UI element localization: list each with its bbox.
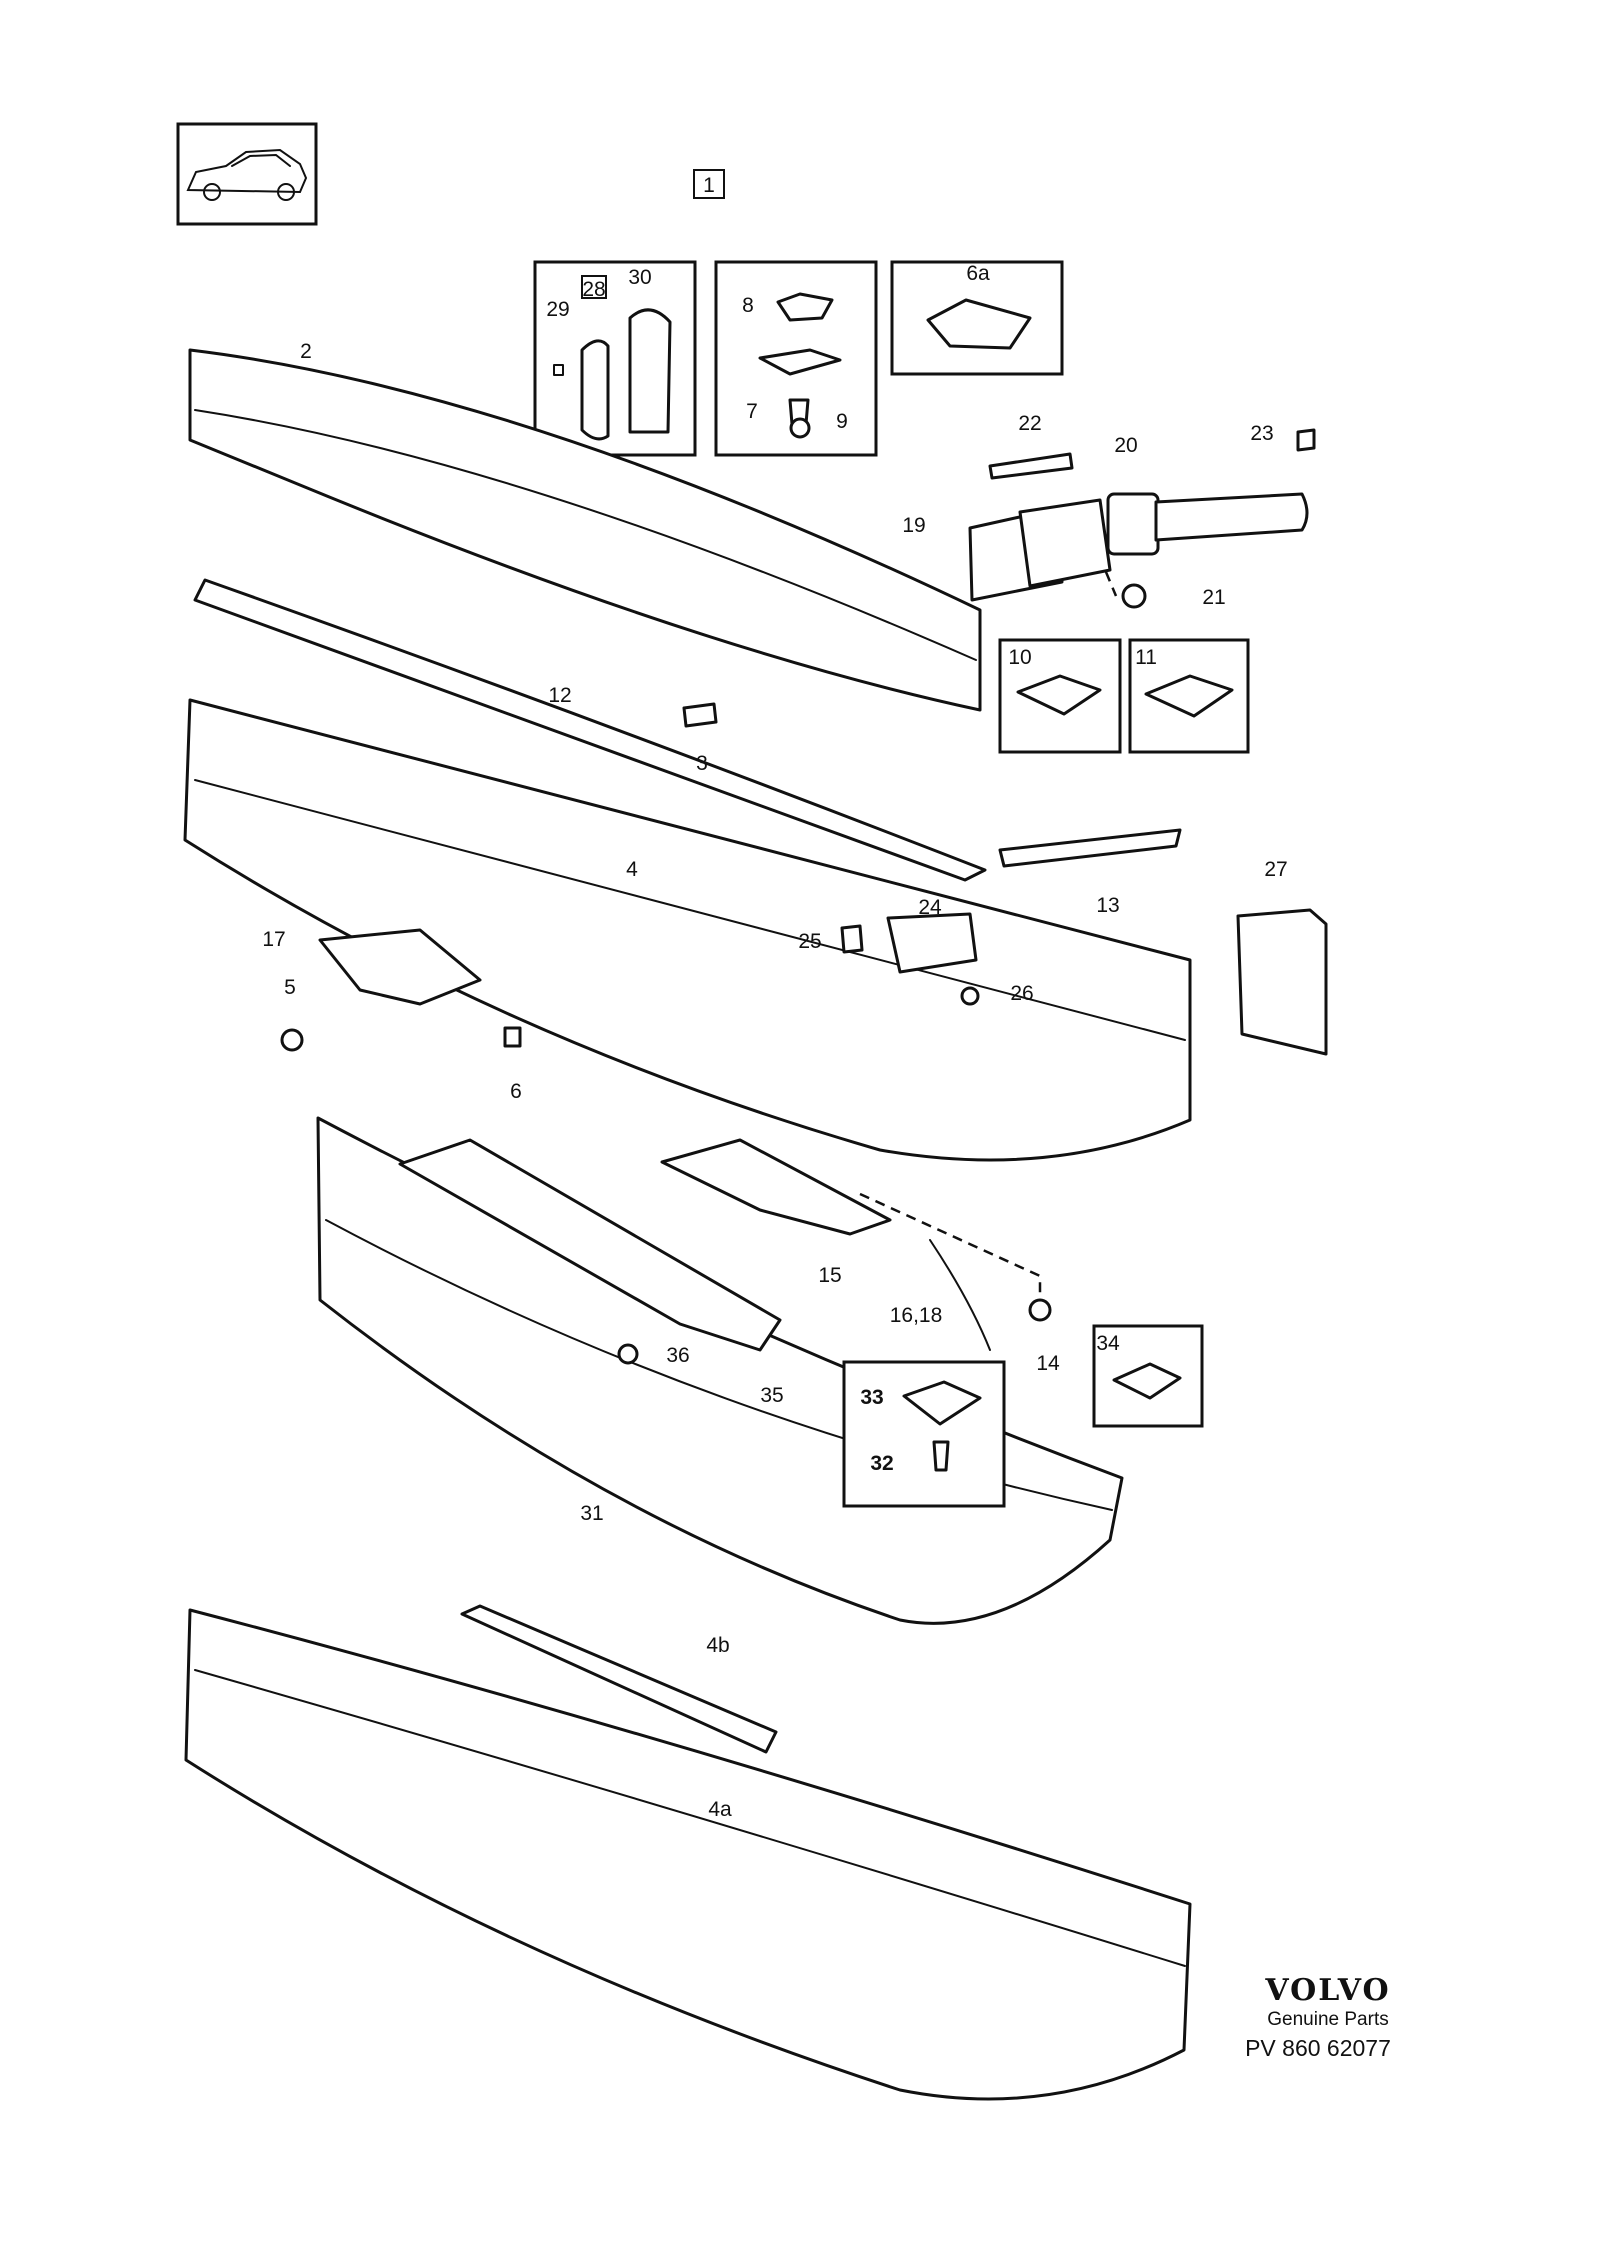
inset-box-clip-nut: 33 32 [842, 1360, 1006, 1508]
part-4-bumper-cover: 4 [183, 698, 1192, 1162]
callout-10: 10 [1008, 646, 1031, 669]
callout-4b: 4b [706, 1634, 729, 1657]
inset-box-clip-10: 10 [998, 638, 1122, 754]
inset-box-clip-34: 34 [1092, 1324, 1204, 1428]
callout-27: 27 [1264, 858, 1287, 881]
callout-7: 7 [746, 400, 758, 423]
callout-12: 12 [548, 684, 571, 707]
callout-4a: 4a [708, 1798, 732, 1821]
callout-2: 2 [300, 340, 312, 363]
callout-34: 34 [1096, 1332, 1120, 1355]
callout-11: 11 [1135, 646, 1157, 669]
part-4a-bumper: 4a [184, 1608, 1192, 2101]
callout-13: 13 [1096, 894, 1119, 917]
callout-20: 20 [1114, 434, 1137, 457]
part-35-grille: 35 36 [398, 1138, 784, 1407]
callout-21: 21 [1202, 586, 1225, 609]
callout-8: 8 [742, 294, 754, 317]
callout-28: 28 [582, 278, 605, 301]
center-bracket-assembly: 15 16,18 14 [660, 1138, 1060, 1375]
brand-caption: Genuine Parts [1267, 2009, 1388, 2030]
callout-5: 5 [284, 976, 296, 999]
side-bracket-assembly: 24 25 26 [798, 896, 1034, 1006]
inset-box-clips: 8 7 9 [714, 260, 878, 457]
inset-box-6a: 6a [890, 260, 1064, 376]
part-2-bumper-bar: 2 [188, 340, 982, 712]
car-thumbnail [176, 122, 318, 226]
callout-35: 35 [760, 1384, 783, 1407]
callout-24: 24 [918, 896, 942, 919]
mount-bracket-assembly: 19 20 21 22 23 [902, 412, 1316, 609]
callout-30: 30 [628, 266, 651, 289]
callout-6: 6 [510, 1080, 522, 1103]
callout-9: 9 [836, 410, 848, 433]
callout-4: 4 [626, 858, 638, 881]
callout-22: 22 [1018, 412, 1041, 435]
callout-6a: 6a [966, 262, 990, 285]
brand-logo: VOLVO [1264, 1973, 1390, 2008]
part-12-strip: 12 [193, 578, 987, 882]
callout-17: 17 [262, 928, 285, 951]
callout-19: 19 [902, 514, 925, 537]
callout-25: 25 [798, 930, 821, 953]
callout-3: 3 [696, 752, 708, 775]
left-bracket-assembly: 17 5 6 [262, 928, 522, 1103]
callout-29: 29 [546, 298, 569, 321]
callout-33: 33 [860, 1386, 883, 1409]
reference-number: PV 860 62077 [1245, 2035, 1391, 2061]
part-27-end-cap: 27 [1236, 858, 1328, 1056]
callout-26: 26 [1010, 982, 1033, 1005]
callout-23: 23 [1250, 422, 1273, 445]
part-4b-reinforcement: 4b [460, 1604, 778, 1754]
part-13-end-strip: 13 [998, 828, 1182, 917]
part-3-bolt: 3 [682, 702, 718, 775]
callout-32: 32 [870, 1452, 893, 1475]
callout-31: 31 [580, 1502, 603, 1525]
brand-block: VOLVO Genuine Parts PV 860 62077 [1245, 1973, 1391, 2061]
callout-36: 36 [666, 1344, 689, 1367]
inset-box-end-trims: 28 29 30 [533, 260, 697, 457]
group-number: 1 [703, 174, 715, 197]
callout-15: 15 [818, 1264, 841, 1287]
inset-box-clip-11: 11 [1128, 638, 1250, 754]
group-number-box: 1 [693, 169, 725, 199]
callout-16-18: 16,18 [890, 1304, 943, 1327]
callout-14: 14 [1036, 1352, 1060, 1375]
